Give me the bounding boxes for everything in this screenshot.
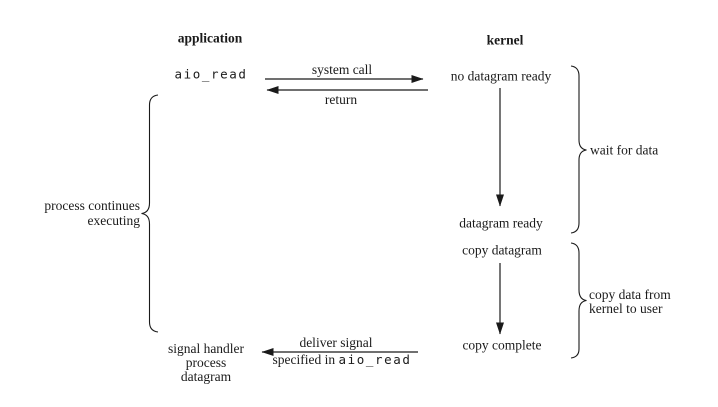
copy-datagram-label: copy datagram bbox=[462, 242, 542, 258]
aio-read-call-label: aio_read bbox=[174, 66, 248, 82]
deliver-signal-label: deliver signal bbox=[299, 335, 373, 350]
application-column-header: application bbox=[177, 30, 243, 46]
specified-in-aio-read-label: specified in aio_read bbox=[273, 352, 412, 367]
no-datagram-ready-label: no datagram ready bbox=[450, 68, 552, 84]
process-continues-brace bbox=[141, 94, 159, 333]
wait-for-data-brace bbox=[570, 65, 587, 234]
specified-in-code: aio_read bbox=[338, 352, 412, 367]
wait-for-data-label: wait for data bbox=[590, 142, 659, 158]
kernel-column-header: kernel bbox=[486, 32, 524, 48]
process-continues-line1: process continues bbox=[44, 198, 140, 213]
specified-in-prefix: specified in bbox=[272, 352, 339, 367]
process-continues-line2: executing bbox=[87, 213, 140, 228]
copy-data-from-line1: copy data from bbox=[589, 287, 671, 302]
process-continues-label: process continues executing bbox=[44, 198, 140, 228]
signal-handler-line2: process bbox=[185, 355, 227, 370]
copy-data-from-kernel-label: copy data from kernel to user bbox=[589, 288, 671, 316]
copy-complete-label: copy complete bbox=[462, 337, 542, 353]
signal-handler-label: signal handler process datagram bbox=[168, 342, 244, 384]
copy-data-from-line2: kernel to user bbox=[589, 301, 663, 316]
system-call-label: system call bbox=[311, 62, 373, 77]
signal-handler-line3: datagram bbox=[180, 369, 232, 384]
datagram-ready-label: datagram ready bbox=[459, 215, 543, 231]
signal-handler-line1: signal handler bbox=[167, 341, 245, 356]
return-label: return bbox=[324, 92, 358, 107]
copy-data-brace bbox=[570, 242, 587, 359]
